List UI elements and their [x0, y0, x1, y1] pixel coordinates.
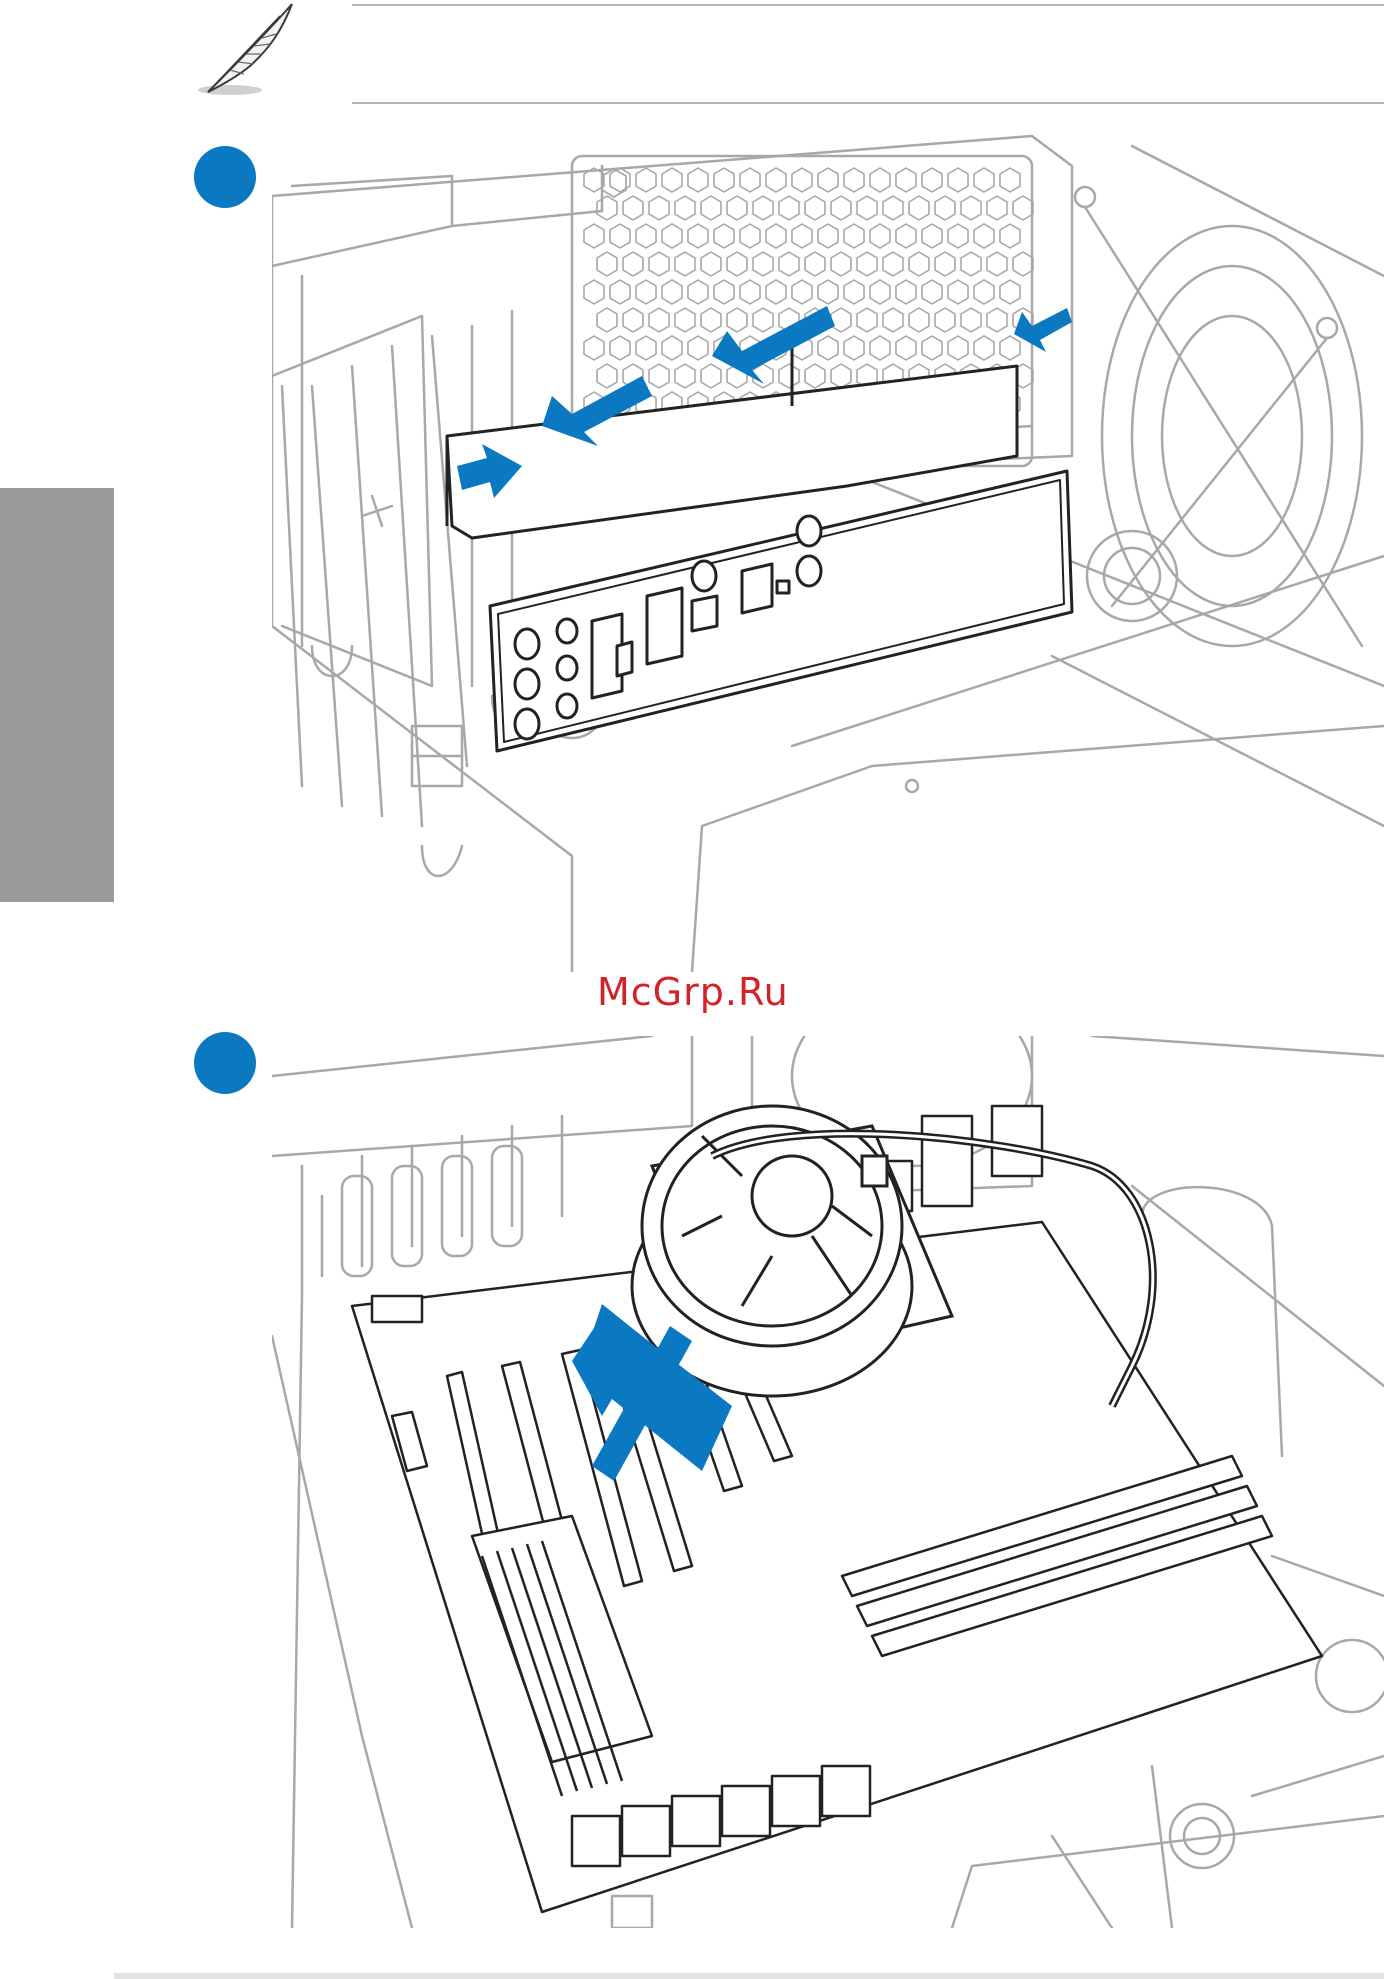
motherboard-installation-illustration	[272, 1036, 1384, 1928]
note-top-rule	[352, 4, 1384, 6]
step-1-marker	[194, 146, 256, 208]
chapter-side-tab	[0, 488, 114, 902]
footer-bar	[114, 1973, 1384, 1979]
io-shield-installation-illustration	[272, 126, 1384, 972]
watermark-text: McGrp.Ru	[597, 970, 789, 1014]
note-feather-icon	[190, 0, 300, 100]
note-bottom-rule	[352, 102, 1384, 104]
step-2-marker	[194, 1032, 256, 1094]
